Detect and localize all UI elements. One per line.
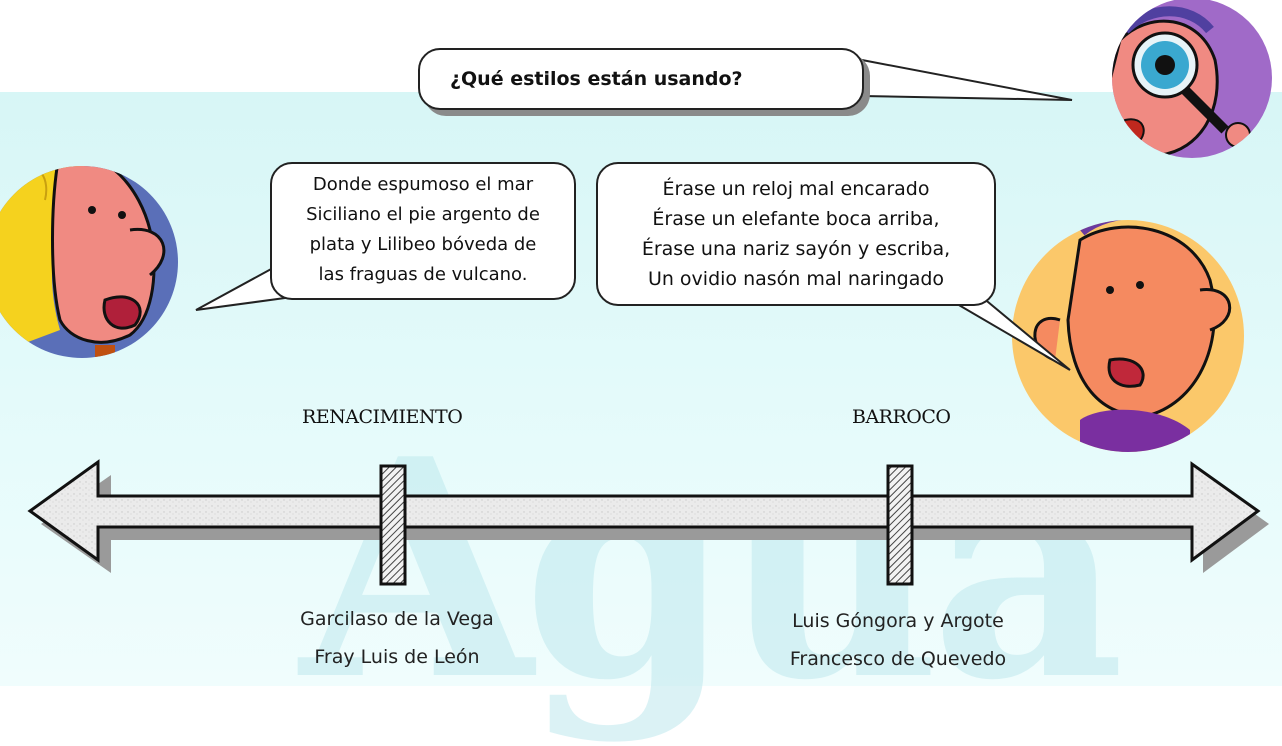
era-barroco-label: BARROCO — [852, 406, 951, 428]
barroco-authors: Luis Góngora y Argote Francesco de Queve… — [758, 602, 1038, 678]
era-renacimiento-label: RENACIMIENTO — [302, 406, 463, 428]
left-poem-line: plata y Lilibeo bóveda de — [309, 234, 537, 255]
author-name: Garcilaso de la Vega — [300, 608, 494, 630]
right-poem-line: Érase un elefante boca arriba, — [652, 208, 940, 230]
renacimiento-authors: Garcilaso de la Vega Fray Luis de León — [272, 600, 522, 676]
author-name: Fray Luis de León — [314, 646, 480, 668]
right-poem-line: Érase una nariz sayón y escriba, — [641, 238, 951, 260]
question-bubble: ¿Qué estilos están usando? — [418, 48, 864, 110]
author-name: Francesco de Quevedo — [789, 648, 1007, 670]
author-name: Luis Góngora y Argote — [792, 610, 1004, 632]
left-poem-line: Siciliano el pie argento de — [306, 204, 540, 225]
renacimiento-marker — [379, 464, 407, 586]
right-poem-bubble: Érase un reloj mal encarado Érase un ele… — [596, 162, 996, 306]
question-text: ¿Qué estilos están usando? — [450, 68, 743, 90]
left-poem-line: Donde espumoso el mar — [312, 174, 534, 195]
left-poem-bubble: Donde espumoso el mar Siciliano el pie a… — [270, 162, 576, 300]
blonde-woman-character-icon — [0, 166, 178, 358]
detective-character-icon — [1112, 0, 1272, 158]
double-arrow-timeline-icon — [27, 459, 1269, 573]
man-character-icon — [1012, 220, 1244, 452]
illustration-layer — [0, 0, 1272, 586]
barroco-marker — [886, 464, 914, 586]
right-poem-line: Un ovidio nasón mal naringado — [647, 268, 945, 290]
watermark-logo: Agua — [300, 393, 1125, 746]
question-bubble-tail — [858, 58, 1073, 101]
right-poem-line: Érase un reloj mal encarado — [662, 178, 930, 200]
left-poem-line: las fraguas de vulcano. — [318, 264, 528, 285]
